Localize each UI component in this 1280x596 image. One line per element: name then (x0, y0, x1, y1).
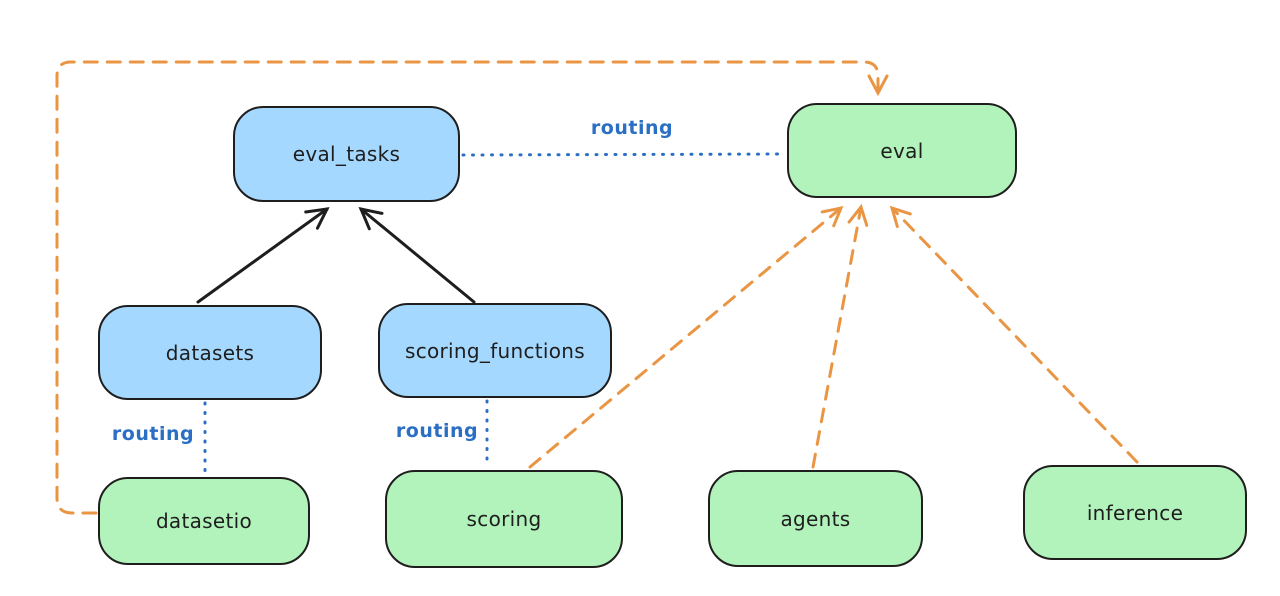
edge-label-routing-scoring: routing (395, 420, 479, 442)
node-scoring-functions-label: scoring_functions (404, 338, 586, 363)
node-datasetio-label: datasetio (155, 509, 253, 533)
edge-inference-to-eval (889, 205, 1139, 464)
edge-datasetio-to-eval (55, 60, 889, 515)
node-scoring-label: scoring (466, 507, 542, 531)
node-agents-label: agents (780, 506, 851, 531)
edge-agents-to-eval (811, 203, 869, 469)
node-datasets: datasets (98, 305, 322, 400)
node-eval-tasks: eval_tasks (233, 106, 460, 202)
edge-datasets-to-eval-tasks (196, 207, 330, 304)
node-inference: inference (1023, 465, 1247, 560)
edge-label-routing-datasets: routing (111, 423, 195, 445)
edge-label-routing-top: routing (590, 117, 674, 139)
edge-scoring-functions-to-eval-tasks (358, 206, 476, 304)
node-inference-label: inference (1086, 500, 1184, 525)
edge-eval-tasks-to-eval (461, 152, 786, 157)
node-datasets-label: datasets (165, 340, 255, 365)
node-scoring-functions: scoring_functions (378, 303, 612, 398)
node-scoring: scoring (385, 470, 623, 568)
node-agents: agents (708, 470, 923, 567)
node-eval-tasks-label: eval_tasks (292, 142, 401, 166)
node-eval-label: eval (880, 138, 924, 163)
node-datasetio: datasetio (98, 477, 310, 565)
node-eval: eval (787, 103, 1017, 198)
